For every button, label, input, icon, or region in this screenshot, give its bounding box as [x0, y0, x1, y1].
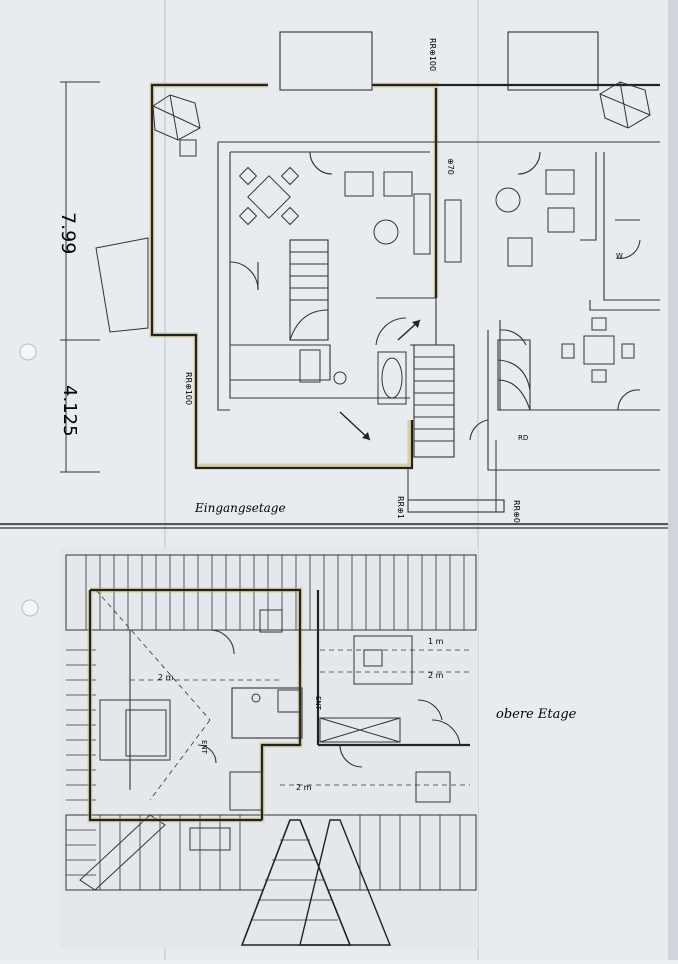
lower-floor-plan: ENT ENT 1 m 2 m 2 m 2 m obere Etage	[60, 548, 577, 948]
entrance-canopy	[95, 237, 149, 333]
level-marker-left: RR⊕100	[184, 372, 193, 405]
doors	[229, 151, 641, 441]
roof-hatching	[65, 554, 477, 891]
level-marker-top: RR⊕100	[428, 38, 437, 71]
staircase-main	[413, 344, 455, 458]
staircase-upper	[289, 239, 329, 341]
room-label-w: W	[616, 252, 623, 260]
punch-hole	[21, 599, 39, 617]
caption-entrance-floor: Eingangsetage	[194, 501, 286, 515]
marker-2m-c: 2 m	[296, 783, 312, 792]
balcony-railing-right	[507, 31, 599, 91]
dimension-line	[60, 81, 100, 473]
roof-slope-line	[95, 589, 211, 721]
marker-2m-a: 2 m	[428, 671, 444, 680]
ent-label-1: ENT	[200, 740, 208, 755]
marker-1m: 1 m	[428, 637, 444, 646]
level-marker-bottom-right: RR⊕0	[512, 500, 521, 523]
scan-edge	[668, 0, 678, 960]
balcony-railing-left	[279, 31, 373, 91]
dormer-gables	[79, 814, 392, 946]
level-marker-bottom: RR⊕1	[396, 496, 405, 519]
punch-hole	[19, 343, 37, 361]
entrance-arrows	[339, 319, 421, 441]
doors-lower	[197, 629, 461, 768]
caption-upper-floor: obere Etage	[496, 707, 577, 722]
upper-floor-plan: 7.99 4.125 RR⊕100 RR⊕100 RR⊕1 RR⊕0 ⊕70 W…	[57, 31, 660, 523]
room-label-rd: RD	[518, 434, 528, 442]
marker-2m-b: 2 m	[158, 673, 174, 682]
staircase-right	[497, 339, 531, 411]
level-marker-70: ⊕70	[446, 158, 455, 175]
dimension-top-label: 7.99	[57, 212, 79, 254]
dimension-bottom-label: 4.125	[59, 385, 80, 437]
ent-label-2: ENT	[314, 696, 322, 711]
interior-rooms	[99, 609, 451, 851]
furniture	[152, 81, 651, 405]
